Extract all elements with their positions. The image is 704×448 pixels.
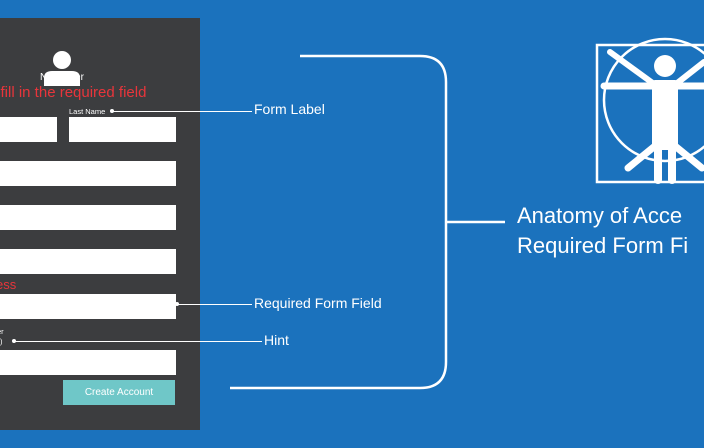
required-field-leader-line — [177, 304, 252, 305]
grouping-bracket — [230, 54, 448, 390]
first-name-field[interactable] — [0, 117, 57, 142]
last-name-field[interactable] — [69, 117, 176, 142]
error-message: e fill in the required field — [0, 84, 147, 101]
form-label-leader-dot — [110, 109, 114, 113]
form-label-leader-line — [112, 111, 252, 112]
annotation-hint: Hint — [264, 332, 289, 348]
title-line-1: Anatomy of Acce — [517, 203, 683, 228]
hint-leader-dot — [12, 339, 16, 343]
form-field-2[interactable] — [0, 161, 176, 186]
vitruvian-man-icon — [595, 37, 704, 184]
last-name-label: Last Name — [69, 107, 106, 116]
required-form-field[interactable] — [0, 294, 176, 319]
form-field-4[interactable] — [0, 249, 176, 274]
hint-leader-line — [14, 341, 262, 342]
user-avatar-icon — [44, 51, 80, 86]
required-field-label: ess — [0, 277, 17, 292]
hint-form-field[interactable] — [0, 350, 176, 375]
create-account-button[interactable]: Create Account — [63, 380, 175, 405]
form-heading: New User — [40, 72, 84, 83]
annotation-required-field: Required Form Field — [254, 295, 382, 311]
hint-field-label: er — [0, 327, 4, 336]
hint-text: X) — [0, 337, 3, 346]
title-line-2: Required Form Fi — [517, 233, 689, 258]
form-field-3[interactable] — [0, 205, 176, 230]
required-field-leader-dot — [175, 302, 179, 306]
page-title: Anatomy of Acce Required Form Fi — [517, 201, 688, 261]
annotation-form-label: Form Label — [254, 101, 325, 117]
